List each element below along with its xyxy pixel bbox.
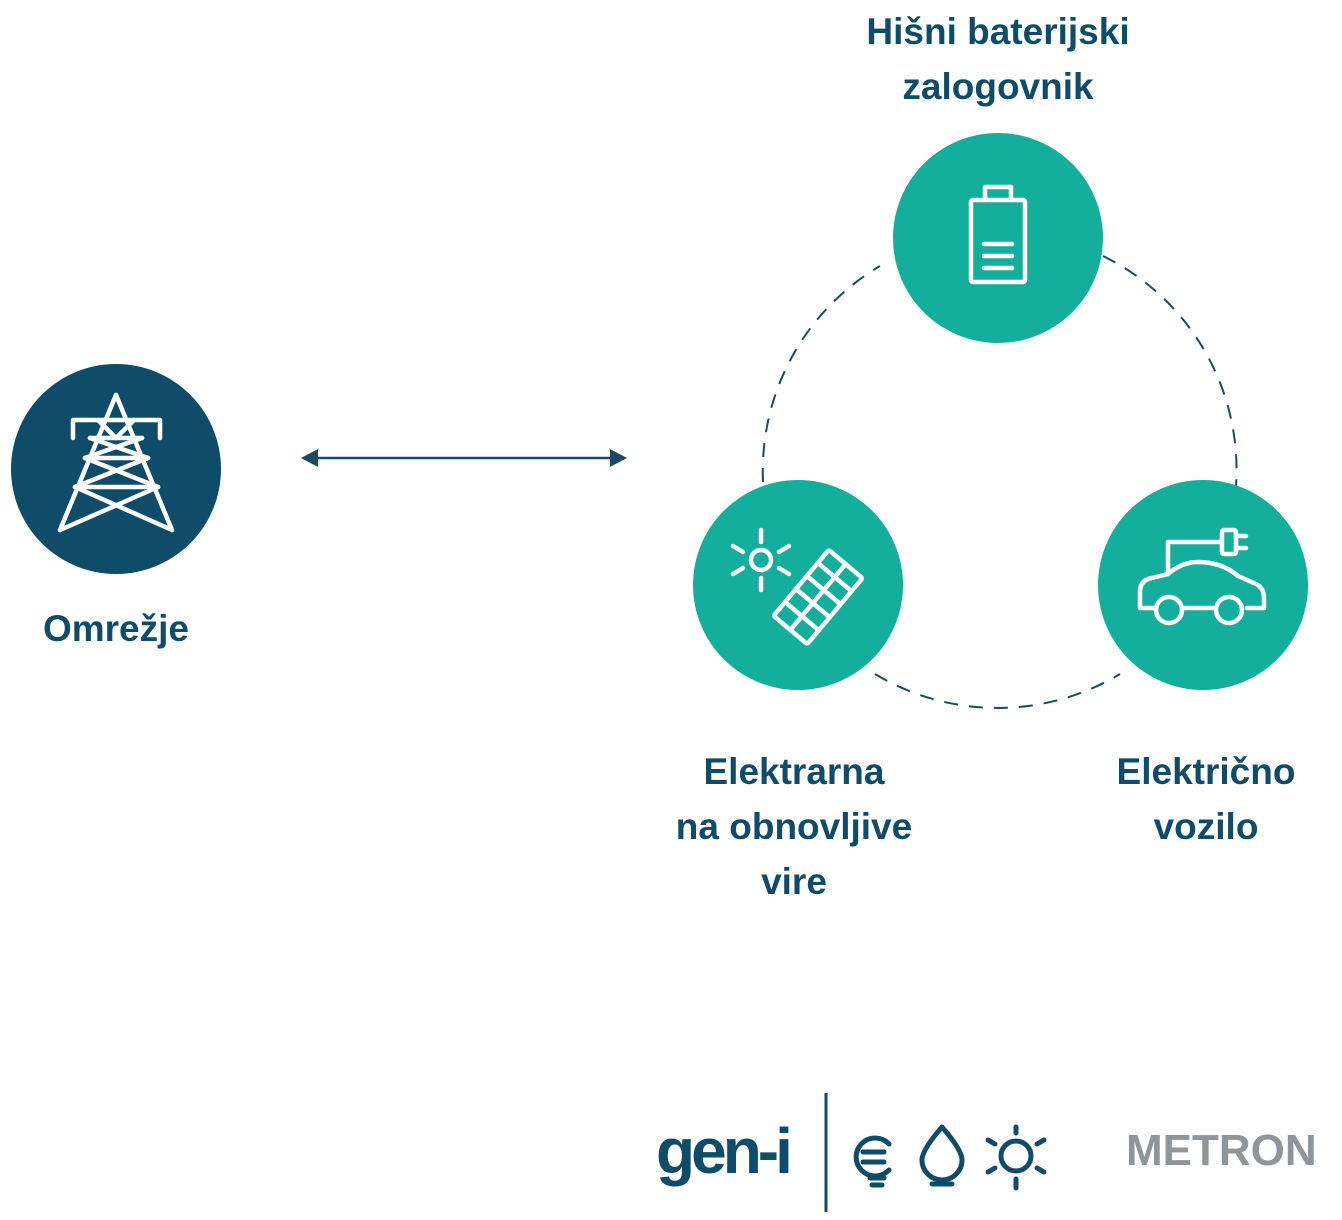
grid-exchange-arrow [301,449,627,467]
sun-icon [985,1124,1047,1191]
ev-label-line: Električno [1116,751,1296,792]
battery-label-line: zalogovnik [902,66,1094,107]
renewable-label: Elektrarna na obnovljive vire [634,744,954,909]
geni-logo: gen-i [656,1115,793,1187]
metron-logo: METRON [1126,1116,1317,1186]
grid-node [11,364,221,574]
ev-label-line: vozilo [1153,806,1259,847]
grid-label-line: Omrežje [42,608,189,649]
transmission-tower-icon [57,392,175,533]
renewable-node [693,480,903,690]
sun-small-icon [730,527,792,593]
grid-label: Omrežje [16,601,216,656]
renewable-label-line: Elektrarna [703,751,885,792]
renewable-label-line: vire [761,861,827,902]
battery-label-line: Hišni baterijski [866,11,1130,52]
battery-node [893,133,1103,343]
euro-bulb-icon [853,1135,892,1188]
electric-car-icon [1137,527,1267,626]
dashed-link-renewable-battery [761,265,881,483]
battery-icon [968,184,1028,285]
geni-logo-icons [824,1093,1047,1212]
solar-panel-icon [772,548,864,646]
ev-label: Električno vozilo [1086,744,1326,854]
ev-node [1098,480,1308,690]
dashed-link-renewable-ev [874,673,1121,709]
metron-logo-text: METRON [1126,1126,1317,1175]
water-drop-icon [919,1124,965,1187]
renewable-label-line: na obnovljive [675,806,913,847]
battery-label: Hišni baterijski zalogovnik [820,4,1176,114]
dashed-link-battery-ev [1102,255,1238,487]
